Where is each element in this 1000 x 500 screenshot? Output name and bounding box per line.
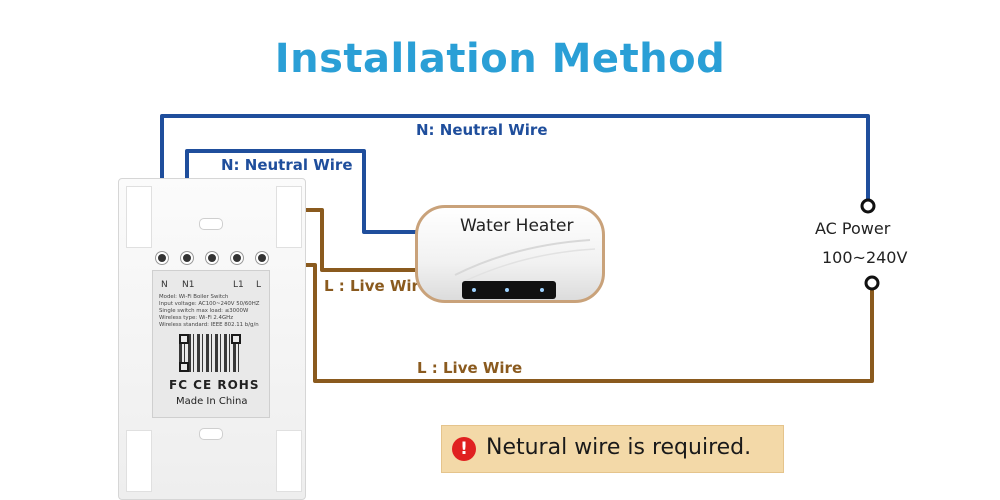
terminal-l	[256, 252, 268, 264]
heater-swoosh	[454, 239, 596, 282]
spec-line: Wireless standard: IEEE 802.11 b/g/n	[159, 322, 259, 328]
heater-control-panel	[462, 281, 556, 299]
page-title: Installation Method	[274, 36, 726, 82]
made-in-text: Made In China	[176, 396, 248, 407]
spec-line: Single switch max load: ≤3000W	[159, 308, 249, 314]
terminal-letter-l: L	[256, 280, 262, 290]
plate-rib	[276, 430, 302, 492]
requirement-note-text: Netural wire is required.	[486, 435, 752, 460]
heater-indicator	[540, 288, 544, 292]
neutral-wire-label-top: N: Neutral Wire	[416, 121, 548, 139]
live-wire-label-heater: L : Live Wire	[324, 277, 430, 295]
qr-corner	[179, 362, 189, 372]
ac-terminal-top	[860, 198, 876, 214]
neutral-wire-label-heater: N: Neutral Wire	[221, 156, 353, 174]
mount-slot	[199, 428, 223, 440]
terminal-n	[156, 252, 168, 264]
water-heater-label: Water Heater	[460, 216, 574, 236]
mount-slot	[199, 218, 223, 230]
qr-corner	[179, 334, 189, 344]
terminal-letter-l1: L1	[233, 280, 244, 290]
qr-code	[179, 334, 241, 372]
terminal-n1	[181, 252, 193, 264]
ac-power-label: AC Power	[815, 219, 891, 238]
spec-line: Input voltage: AC100~240V 50/60HZ	[159, 301, 260, 307]
terminal-l1	[231, 252, 243, 264]
ac-terminal-bottom	[864, 275, 880, 291]
heater-indicator	[505, 288, 509, 292]
heater-indicator	[472, 288, 476, 292]
plate-rib	[126, 430, 152, 492]
plate-rib	[126, 186, 152, 248]
spec-line: Wireless type: Wi-Fi 2.4GHz	[159, 315, 234, 321]
certification-marks: FC CE ROHS	[169, 378, 260, 392]
terminal-letter-n: N	[161, 280, 168, 290]
alert-icon: !	[452, 437, 476, 461]
qr-corner	[231, 334, 241, 344]
requirement-note	[441, 425, 784, 473]
live-wire-label-bottom: L : Live Wire	[417, 359, 523, 377]
ac-power-range: 100~240V	[822, 248, 908, 267]
plate-rib	[276, 186, 302, 248]
spec-line: Model: Wi-Fi Boiler Switch	[159, 294, 229, 300]
terminal-letter-n1: N1	[182, 280, 195, 290]
terminal-blank	[206, 252, 218, 264]
